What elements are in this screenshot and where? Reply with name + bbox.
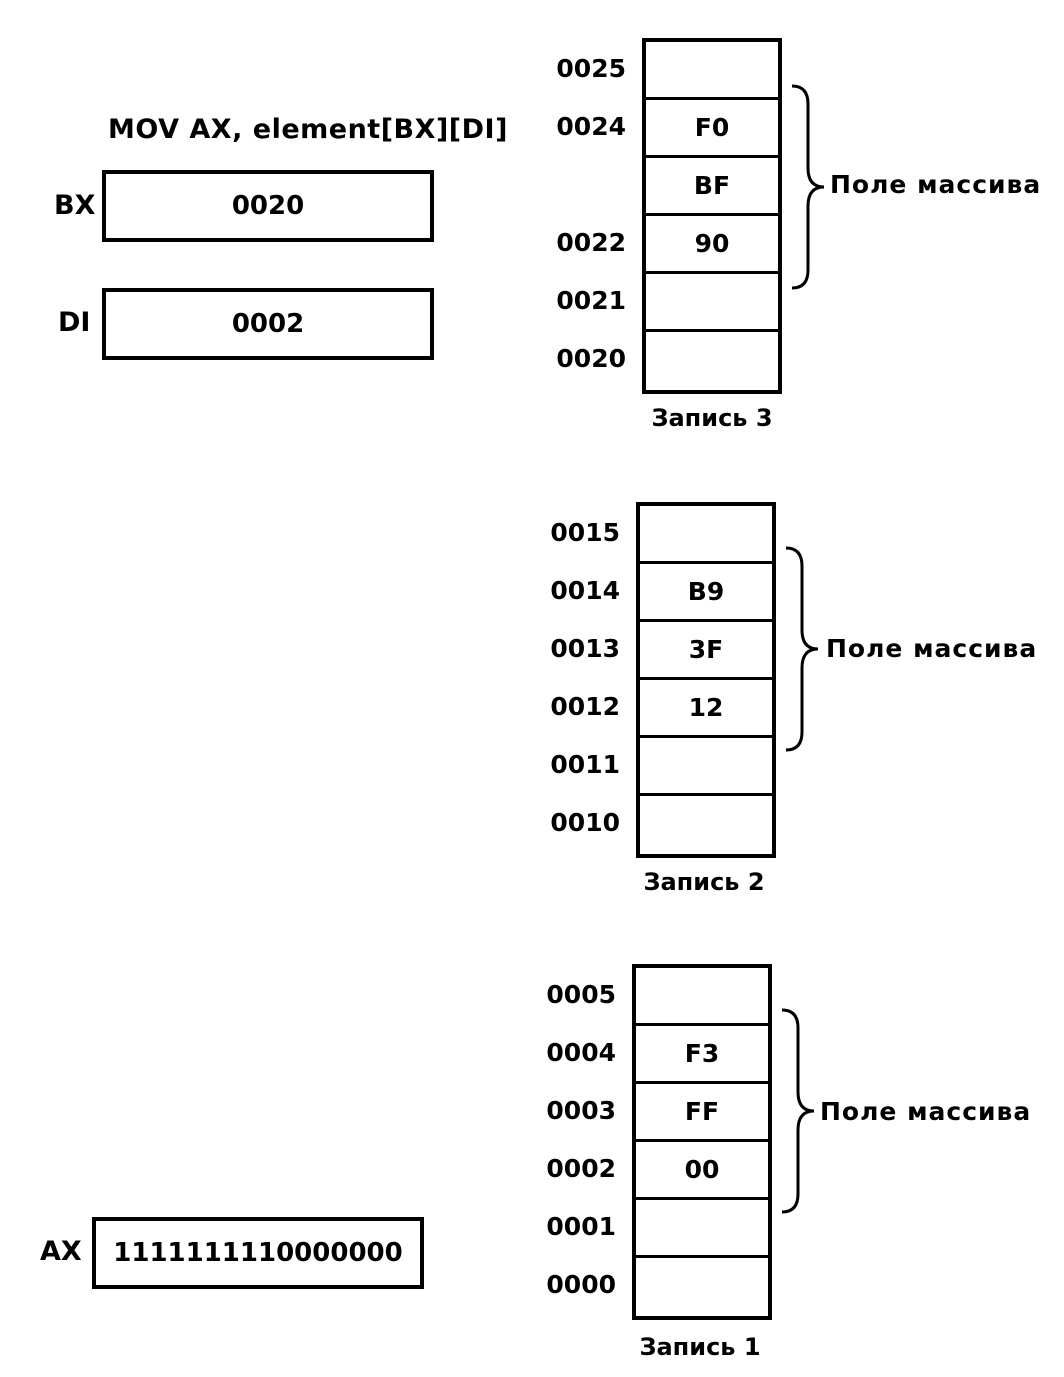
address-label: 0002 — [546, 1154, 616, 1183]
memory-cell — [646, 42, 778, 100]
address-label: 0021 — [556, 286, 626, 315]
memory-block-record-1: F3 FF 00 — [632, 964, 772, 1320]
address-label: 0011 — [550, 750, 620, 779]
memory-cell: 90 — [646, 216, 778, 274]
ax-register-box: 1111111110000000 — [92, 1217, 424, 1289]
memory-cell: BF — [646, 158, 778, 216]
address-label: 0025 — [556, 54, 626, 83]
record-caption: Запись 2 — [643, 868, 765, 896]
address-label: 0000 — [546, 1270, 616, 1299]
brace-icon — [785, 546, 819, 752]
memory-block-record-3: F0 BF 90 — [642, 38, 782, 394]
brace-icon — [791, 84, 825, 290]
memory-cell — [636, 968, 768, 1026]
memory-cell: F0 — [646, 100, 778, 158]
array-field-label: Поле массива — [820, 1097, 1032, 1126]
di-register-label: DI — [58, 307, 91, 338]
instruction-text: MOV AX, element[BX][DI] — [108, 114, 508, 145]
memory-cell: B9 — [640, 564, 772, 622]
memory-cell — [640, 796, 772, 854]
memory-cell — [636, 1200, 768, 1258]
memory-cell — [646, 332, 778, 390]
bx-register-box: 0020 — [102, 170, 434, 242]
di-register-box: 0002 — [102, 288, 434, 360]
memory-cell — [636, 1258, 768, 1316]
record-caption: Запись 1 — [639, 1333, 761, 1361]
array-field-label: Поле массива — [826, 634, 1038, 663]
memory-cell: 00 — [636, 1142, 768, 1200]
memory-block-record-2: B9 3F 12 — [636, 502, 776, 858]
address-label: 0012 — [550, 692, 620, 721]
brace-icon — [781, 1008, 815, 1214]
memory-cell — [646, 274, 778, 332]
memory-cell: FF — [636, 1084, 768, 1142]
record-caption: Запись 3 — [651, 404, 773, 432]
memory-cell — [640, 738, 772, 796]
memory-cell: 12 — [640, 680, 772, 738]
address-label: 0024 — [556, 112, 626, 141]
ax-register-label: AX — [40, 1236, 82, 1267]
address-label: 0022 — [556, 228, 626, 257]
bx-register-label: BX — [54, 190, 96, 221]
address-label: 0020 — [556, 344, 626, 373]
address-label: 0003 — [546, 1096, 616, 1125]
memory-cell: 3F — [640, 622, 772, 680]
address-label: 0014 — [550, 576, 620, 605]
address-label: 0004 — [546, 1038, 616, 1067]
address-label: 0005 — [546, 980, 616, 1009]
array-field-label: Поле массива — [830, 170, 1042, 199]
memory-cell: F3 — [636, 1026, 768, 1084]
address-label: 0001 — [546, 1212, 616, 1241]
address-label: 0010 — [550, 808, 620, 837]
memory-cell — [640, 506, 772, 564]
address-label: 0013 — [550, 634, 620, 663]
address-label: 0015 — [550, 518, 620, 547]
